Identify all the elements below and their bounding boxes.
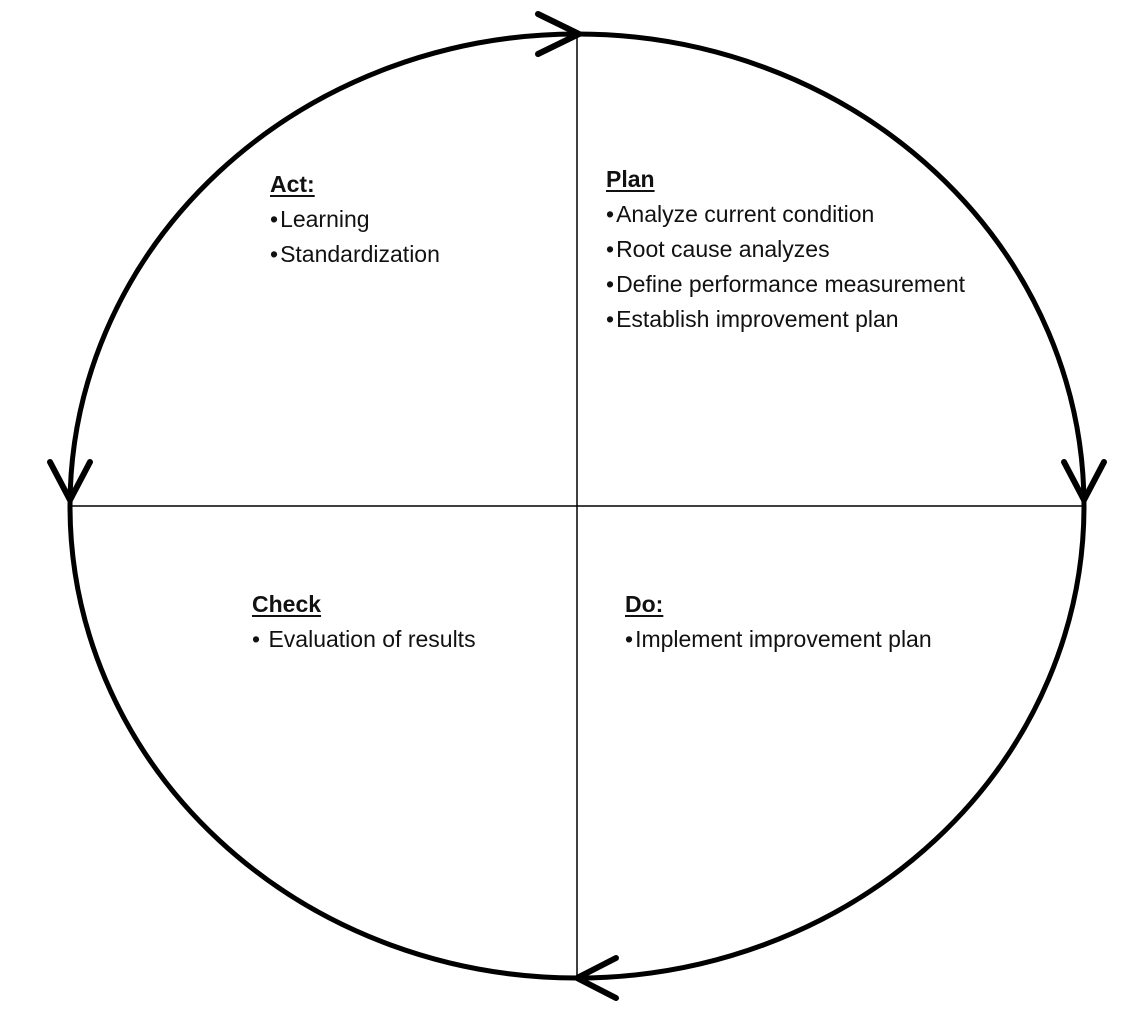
check-item-evaluation: • Evaluation of results: [252, 622, 552, 657]
check-item-text: Evaluation of results: [268, 626, 476, 652]
quadrant-plan: Plan •Analyze current condition •Root ca…: [606, 162, 966, 337]
plan-item-define-performance: •Define performance measurement: [606, 267, 966, 302]
arrowhead-top-icon: [535, 11, 582, 57]
plan-item-text: Analyze current condition: [616, 201, 875, 227]
plan-item-text: Root cause analyzes: [616, 236, 830, 262]
act-list: •Learning •Standardization: [270, 202, 540, 272]
bullet-icon: •: [252, 626, 261, 652]
act-item-standardization: •Standardization: [270, 237, 540, 272]
bullet-icon: •: [270, 206, 279, 232]
plan-item-text: Define performance measurement: [616, 271, 966, 297]
do-list: •Implement improvement plan: [625, 622, 975, 657]
bullet-icon: •: [606, 271, 615, 297]
do-title: Do:: [625, 591, 664, 617]
plan-item-text: Establish improvement plan: [616, 306, 899, 332]
bullet-icon: •: [606, 201, 615, 227]
bullet-icon: •: [606, 236, 615, 262]
act-item-text: Learning: [280, 206, 370, 232]
quadrant-do: Do: •Implement improvement plan: [625, 587, 975, 657]
arrowhead-left-icon: [47, 459, 93, 503]
bullet-icon: •: [270, 241, 279, 267]
plan-item-establish-plan: •Establish improvement plan: [606, 302, 966, 337]
check-list: • Evaluation of results: [252, 622, 552, 657]
quadrant-check: Check • Evaluation of results: [252, 587, 552, 657]
do-item-implement: •Implement improvement plan: [625, 622, 975, 657]
plan-item-root-cause: •Root cause analyzes: [606, 232, 966, 267]
bullet-icon: •: [606, 306, 615, 332]
arrowhead-right-icon: [1061, 459, 1107, 503]
arrowhead-bottom-icon: [574, 955, 619, 1001]
check-title: Check: [252, 591, 322, 617]
act-item-learning: •Learning: [270, 202, 540, 237]
act-title: Act:: [270, 171, 315, 197]
plan-title: Plan: [606, 166, 655, 192]
act-item-text: Standardization: [280, 241, 440, 267]
quadrant-act: Act: •Learning •Standardization: [270, 167, 540, 272]
plan-list: •Analyze current condition •Root cause a…: [606, 197, 966, 337]
bullet-icon: •: [625, 626, 634, 652]
plan-item-analyze: •Analyze current condition: [606, 197, 966, 232]
do-item-text: Implement improvement plan: [635, 626, 932, 652]
